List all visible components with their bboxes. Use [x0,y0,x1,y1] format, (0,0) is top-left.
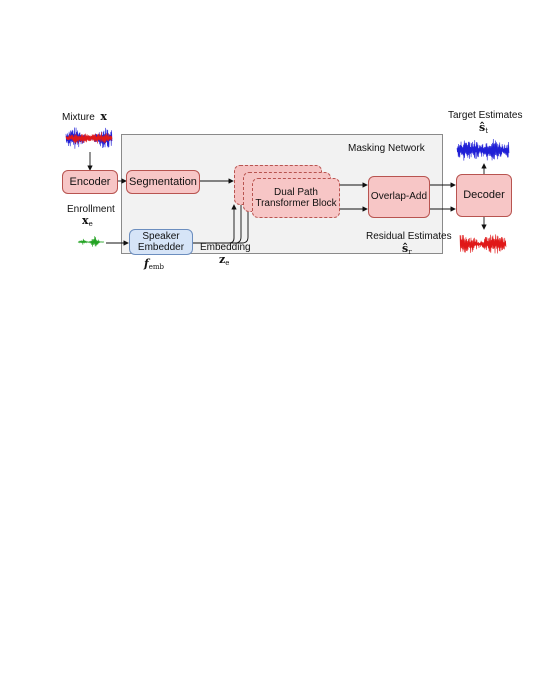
mixture-label: Mixture x [62,110,107,123]
enrollment-label: Enrollment [67,204,115,215]
f-emb-label: femb [144,257,164,272]
residual-s: ŝ [402,242,409,255]
target-sub: t [485,127,489,135]
f-symbol: f [144,257,149,270]
speaker-embedder-line1: Speaker [142,230,180,242]
speaker-embedder-line2: Embedder [137,242,185,253]
decoder-block: Decoder [456,174,512,217]
segmentation-block: Segmentation [126,170,200,194]
arrow-embedding-3 [193,192,251,244]
overlap-add-block: Overlap-Add [368,176,430,218]
target-estimates-label: Target Estimates [448,110,523,121]
embedding-label: Embedding [200,242,251,253]
enrollment-symbol: xe [82,214,93,229]
dual-path-transformer-block: Dual Path Transformer Block [252,178,340,218]
f-sub: emb [148,263,164,271]
enrollment-wave-green [77,236,105,247]
masking-network-label: Masking Network [348,143,425,154]
dual-path-line1: Dual Path [274,186,318,198]
mixture-wave-red [65,132,113,144]
dual-path-line2: Transformer Block [255,198,337,209]
residual-sub: r [408,248,412,256]
residual-symbol: ŝr [402,242,412,257]
embedding-symbol: ze [219,253,230,268]
encoder-block: Encoder [62,170,118,194]
embedding-z: z [219,253,226,266]
mixture-text: Mixture [62,112,95,123]
residual-estimate-wave [459,234,507,254]
target-s: ŝ [479,121,486,134]
mixture-symbol: x [100,110,107,123]
target-estimate-wave [456,139,510,161]
target-symbol: ŝt [479,121,489,136]
enrollment-x: x [82,214,89,227]
embedding-sub: e [225,259,230,267]
speaker-embedder-block: Speaker Embedder [129,229,193,255]
enrollment-sub: e [88,220,93,228]
residual-estimates-label: Residual Estimates [366,231,452,242]
